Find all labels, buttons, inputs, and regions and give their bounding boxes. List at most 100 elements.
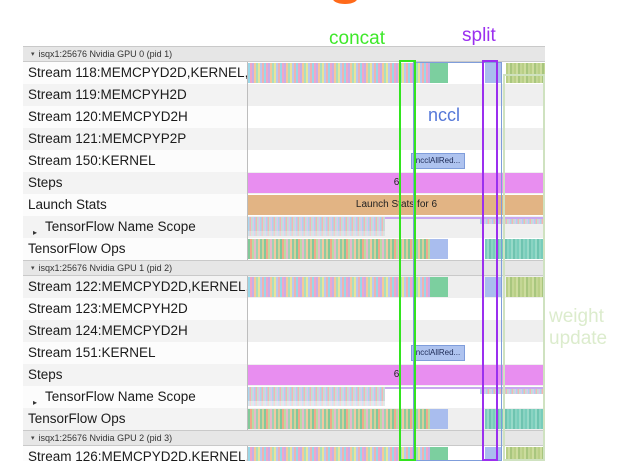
- chevron-down-icon[interactable]: ▾: [31, 435, 35, 442]
- timeline-bar[interactable]: [248, 229, 385, 236]
- timeline-bar[interactable]: [485, 409, 545, 429]
- annotation-weight-line2: update: [549, 328, 608, 349]
- timeline-lane[interactable]: 6: [248, 364, 545, 386]
- timeline-row-label[interactable]: ▸ TensorFlow Name Scope: [23, 216, 248, 238]
- chevron-down-icon[interactable]: ▾: [31, 51, 35, 58]
- timeline-row[interactable]: Stream 123:MEMCPYH2D: [23, 298, 545, 320]
- timeline-row[interactable]: ▸ TensorFlow Name Scope: [23, 386, 545, 408]
- timeline-row-label[interactable]: Steps: [23, 364, 248, 386]
- timeline-bar[interactable]: [506, 63, 545, 83]
- timeline-row[interactable]: Stream 124:MEMCPYD2H: [23, 320, 545, 342]
- timeline-row[interactable]: Stream 120:MEMCPYD2H: [23, 106, 545, 128]
- timeline-lane[interactable]: ncclAllRed...: [248, 342, 545, 364]
- timeline-bar[interactable]: [485, 239, 545, 259]
- timeline-row-label[interactable]: TensorFlow Ops: [23, 408, 248, 430]
- timeline-lane[interactable]: [248, 298, 545, 320]
- timeline-groups: ▾isqx1:25676 Nvidia GPU 0 (pid 1)Stream …: [23, 46, 545, 461]
- timeline-lane[interactable]: [248, 106, 545, 128]
- timeline-row-label[interactable]: Steps: [23, 172, 248, 194]
- timeline-row-label-text: TensorFlow Name Scope: [45, 219, 196, 234]
- timeline-row[interactable]: TensorFlow Ops: [23, 238, 545, 260]
- timeline-bar[interactable]: 6: [248, 173, 545, 193]
- timeline-row[interactable]: Stream 118:MEMCPYD2D,KERNEL,ME: [23, 62, 545, 84]
- timeline-bar[interactable]: [385, 387, 545, 389]
- timeline-bar[interactable]: [248, 387, 385, 401]
- group-header[interactable]: ▾isqx1:25676 Nvidia GPU 1 (pid 2): [23, 260, 545, 276]
- timeline-row-label[interactable]: Stream 150:KERNEL: [23, 150, 248, 172]
- timeline-bar[interactable]: [430, 63, 448, 83]
- timeline-row-label[interactable]: Stream 126:MEMCPYD2D,KERNEL,MI: [23, 446, 248, 461]
- timeline-bar[interactable]: Launch Stats for 6: [248, 195, 545, 215]
- timeline-row-label[interactable]: Stream 119:MEMCPYH2D: [23, 84, 248, 106]
- timeline-bar[interactable]: [480, 218, 545, 224]
- group-header[interactable]: ▾isqx1:25676 Nvidia GPU 0 (pid 1): [23, 46, 545, 62]
- timeline-row[interactable]: Stream 151:KERNEL ncclAllRed...: [23, 342, 545, 364]
- timeline-bar[interactable]: [430, 447, 448, 461]
- timeline-row-label[interactable]: ▸ TensorFlow Name Scope: [23, 386, 248, 408]
- timeline-lane[interactable]: Launch Stats for 6: [248, 194, 545, 216]
- timeline-row[interactable]: TensorFlow Ops: [23, 408, 545, 430]
- annotation-concat: concat: [329, 28, 385, 49]
- timeline-bar[interactable]: [485, 277, 501, 297]
- chevron-right-icon[interactable]: ▸: [33, 398, 38, 407]
- timeline-lane[interactable]: [248, 84, 545, 106]
- timeline-row-label-text: TensorFlow Name Scope: [45, 389, 196, 404]
- timeline-row[interactable]: Stream 122:MEMCPYD2D,KERNEL,MI: [23, 276, 545, 298]
- timeline-bar[interactable]: [430, 409, 448, 429]
- timeline-bar[interactable]: [248, 217, 385, 231]
- timeline-bar[interactable]: [248, 277, 430, 297]
- timeline-row-label-text: Stream 121:MEMCPYP2P: [28, 131, 187, 146]
- timeline-bar[interactable]: [430, 239, 448, 259]
- timeline-bar[interactable]: [480, 388, 545, 394]
- timeline-bar[interactable]: 6: [248, 365, 545, 385]
- timeline-lane[interactable]: [248, 408, 545, 430]
- timeline-viewer[interactable]: ▾isqx1:25676 Nvidia GPU 0 (pid 1)Stream …: [23, 46, 545, 461]
- group-header-label: isqx1:25676 Nvidia GPU 2 (pid 3): [38, 433, 173, 443]
- timeline-row-label[interactable]: Stream 122:MEMCPYD2D,KERNEL,MI: [23, 276, 248, 298]
- timeline-bar[interactable]: [485, 447, 501, 461]
- timeline-lane[interactable]: ncclAllRed...: [248, 150, 545, 172]
- nccl-allreduce-block[interactable]: ncclAllRed...: [411, 345, 465, 361]
- timeline-row-label[interactable]: Stream 120:MEMCPYD2H: [23, 106, 248, 128]
- timeline-row-label[interactable]: Stream 121:MEMCPYP2P: [23, 128, 248, 150]
- timeline-lane[interactable]: 6: [248, 172, 545, 194]
- timeline-row-label[interactable]: Stream 124:MEMCPYD2H: [23, 320, 248, 342]
- timeline-bar[interactable]: [248, 399, 385, 406]
- timeline-lane[interactable]: [248, 320, 545, 342]
- timeline-bar[interactable]: [485, 63, 501, 83]
- timeline-row-label[interactable]: Stream 151:KERNEL: [23, 342, 248, 364]
- timeline-row[interactable]: ▸ TensorFlow Name Scope: [23, 216, 545, 238]
- timeline-lane[interactable]: [248, 62, 545, 84]
- chevron-right-icon[interactable]: ▸: [33, 228, 38, 237]
- timeline-lane[interactable]: [248, 276, 545, 298]
- timeline-bar[interactable]: [248, 63, 430, 83]
- timeline-row-label[interactable]: TensorFlow Ops: [23, 238, 248, 260]
- timeline-row-label[interactable]: Stream 123:MEMCPYH2D: [23, 298, 248, 320]
- timeline-lane[interactable]: [248, 446, 545, 461]
- timeline-lane[interactable]: [248, 238, 545, 260]
- group-header-label: isqx1:25676 Nvidia GPU 0 (pid 1): [38, 49, 173, 59]
- chevron-down-icon[interactable]: ▾: [31, 265, 35, 272]
- timeline-row[interactable]: Stream 150:KERNEL ncclAllRed...: [23, 150, 545, 172]
- timeline-row-label[interactable]: Launch Stats: [23, 194, 248, 216]
- timeline-lane[interactable]: [248, 386, 545, 408]
- timeline-bar[interactable]: [248, 447, 430, 461]
- nccl-allreduce-block[interactable]: ncclAllRed...: [411, 153, 465, 169]
- group-header[interactable]: ▾isqx1:25676 Nvidia GPU 2 (pid 3): [23, 430, 545, 446]
- timeline-row-label[interactable]: Stream 118:MEMCPYD2D,KERNEL,ME: [23, 62, 248, 84]
- timeline-bar[interactable]: [248, 409, 430, 429]
- timeline-row-label-text: Stream 124:MEMCPYD2H: [28, 323, 188, 338]
- timeline-bar[interactable]: [506, 447, 545, 461]
- timeline-bar[interactable]: [248, 239, 430, 259]
- timeline-lane[interactable]: [248, 216, 545, 238]
- timeline-lane[interactable]: [248, 128, 545, 150]
- timeline-bar[interactable]: [430, 277, 448, 297]
- timeline-row[interactable]: Stream 119:MEMCPYH2D: [23, 84, 545, 106]
- timeline-bar[interactable]: [506, 277, 545, 297]
- timeline-row[interactable]: Stream 121:MEMCPYP2P: [23, 128, 545, 150]
- timeline-bar[interactable]: [385, 217, 545, 219]
- timeline-row[interactable]: Stream 126:MEMCPYD2D,KERNEL,MI: [23, 446, 545, 461]
